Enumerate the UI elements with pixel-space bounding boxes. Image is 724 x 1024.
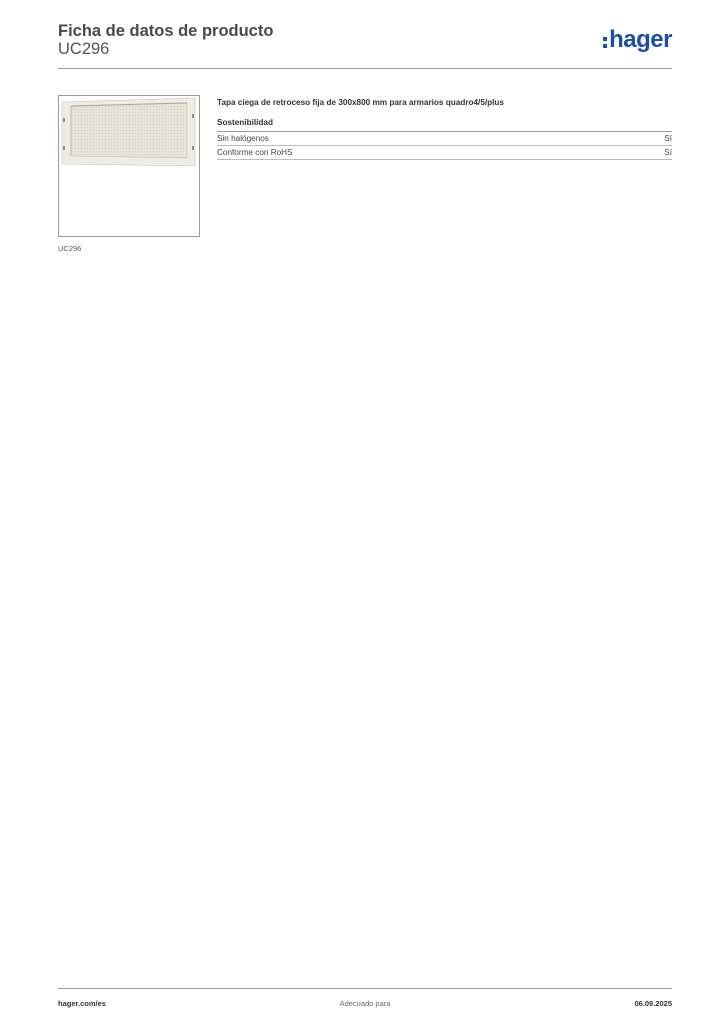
blank-panel-image bbox=[61, 97, 196, 167]
spec-value: Sí bbox=[664, 134, 672, 143]
spec-value: Sí bbox=[664, 148, 672, 157]
product-description: Tapa ciega de retroceso fija de 300x800 … bbox=[217, 98, 504, 107]
spec-label: Sin halógenos bbox=[217, 134, 269, 143]
page-title: Ficha de datos de producto bbox=[58, 22, 274, 40]
logo-text: hager bbox=[609, 26, 672, 53]
logo-dot-bottom bbox=[603, 43, 608, 48]
section-title-sostenibilidad: Sostenibilidad bbox=[217, 117, 672, 132]
logo-dot-top bbox=[603, 36, 608, 41]
logo-dots bbox=[603, 36, 608, 48]
product-details: Tapa ciega de retroceso fija de 300x800 … bbox=[217, 97, 672, 160]
product-code: UC296 bbox=[58, 40, 110, 58]
footer-suitable-for: Adecuado para bbox=[339, 999, 391, 1008]
hager-logo-icon: hager bbox=[603, 26, 672, 54]
spec-label: Conforme con RoHS bbox=[217, 148, 293, 157]
page-footer: hager.com/es Adecuado para 06.09.2025 bbox=[58, 988, 672, 1013]
spec-row: Conforme con RoHS Sí bbox=[217, 146, 672, 160]
image-caption: UC296 bbox=[58, 244, 82, 253]
footer-website-link[interactable]: hager.com/es bbox=[58, 999, 106, 1008]
spec-row: Sin halógenos Sí bbox=[217, 132, 672, 146]
product-image bbox=[58, 95, 200, 237]
footer-date: 06.09.2025 bbox=[634, 999, 672, 1008]
page-header: Ficha de datos de producto UC296 hager bbox=[58, 20, 672, 69]
